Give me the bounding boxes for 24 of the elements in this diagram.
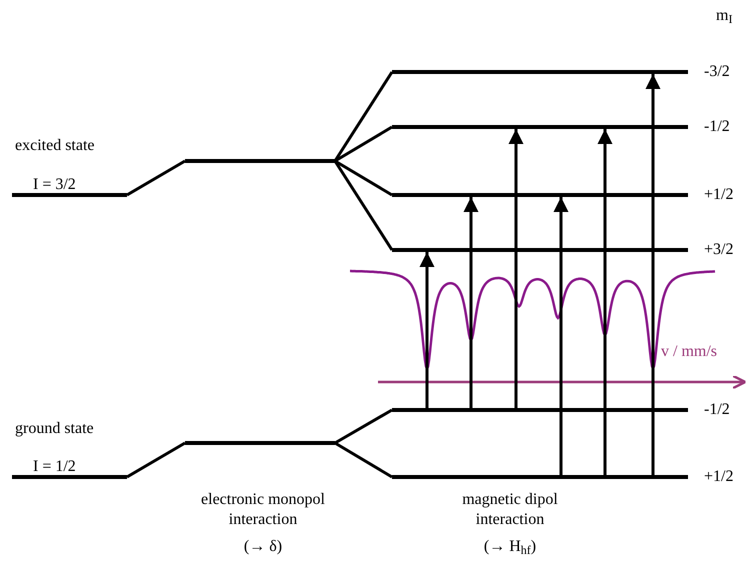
transition-arrow — [554, 197, 568, 475]
text-label: (→ δ) — [242, 537, 284, 557]
transition-arrow — [646, 74, 660, 475]
text-label: magnetic dipol interaction — [461, 490, 559, 530]
connector-line — [334, 408, 393, 444]
transition-arrow — [508, 129, 524, 408]
text-label: I = 3/2 — [33, 175, 76, 195]
text-label: v / mm/s — [661, 342, 718, 362]
connector-line — [126, 160, 186, 196]
text-label: electronic monopol interaction — [200, 490, 326, 530]
connector-line — [334, 160, 393, 196]
connector-line — [334, 126, 393, 162]
connector-line — [334, 442, 393, 478]
text-label: ground state — [15, 419, 94, 439]
transition-arrow — [464, 197, 478, 408]
transition-arrow — [598, 129, 612, 475]
text-label: excited state — [15, 136, 95, 156]
transition-arrow — [420, 252, 434, 408]
connector-line — [334, 71, 394, 162]
connector-line — [126, 442, 186, 478]
text-label: I = 1/2 — [33, 457, 76, 477]
text-label: m$_{I}$ — [716, 6, 732, 26]
text-label: (→ H$_{hf}$) — [482, 537, 538, 557]
connector-line — [334, 160, 394, 251]
